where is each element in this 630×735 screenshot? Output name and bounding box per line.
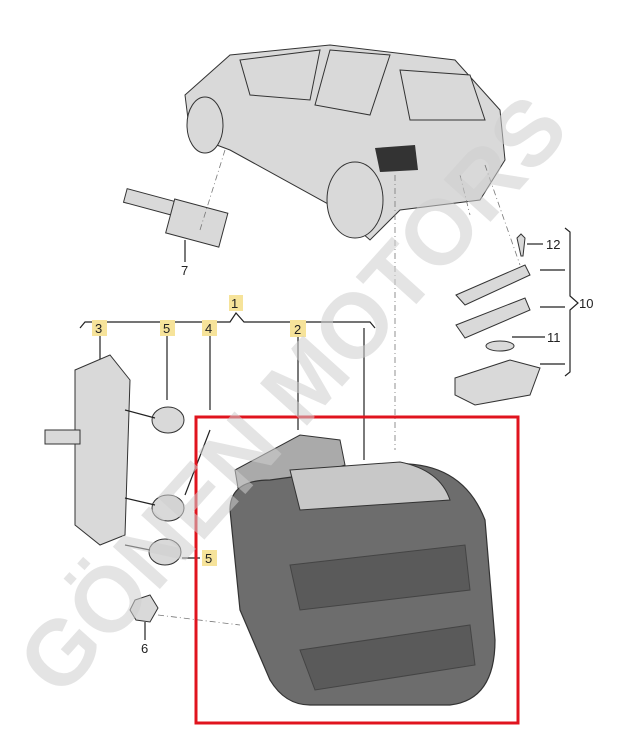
car-illustration (184, 44, 506, 241)
bulbs (124, 406, 185, 566)
callout-1: 1 (229, 295, 243, 311)
svg-text:5: 5 (205, 551, 212, 566)
highlight-box (194, 415, 520, 725)
bulb-holder-part (44, 354, 131, 546)
callout-4: 4 (202, 320, 217, 336)
tail-light-part (229, 434, 496, 706)
callout-11: 11 (547, 330, 561, 345)
callout-7: 7 (181, 263, 188, 278)
license-plate-light-parts (454, 233, 541, 406)
callout-12: 12 (546, 237, 560, 252)
callout-3: 3 (92, 320, 107, 336)
svg-text:3: 3 (95, 321, 102, 336)
brake-switch-part (122, 188, 229, 248)
callout-5b: 5 (202, 550, 217, 566)
callout-10: 10 (579, 296, 593, 311)
svg-text:4: 4 (205, 321, 212, 336)
svg-text:2: 2 (294, 322, 301, 337)
callout-5a: 5 (160, 320, 175, 336)
svg-text:5: 5 (163, 321, 170, 336)
callout-2: 2 (290, 320, 306, 337)
callout-6: 6 (141, 641, 148, 656)
svg-text:1: 1 (231, 296, 238, 311)
